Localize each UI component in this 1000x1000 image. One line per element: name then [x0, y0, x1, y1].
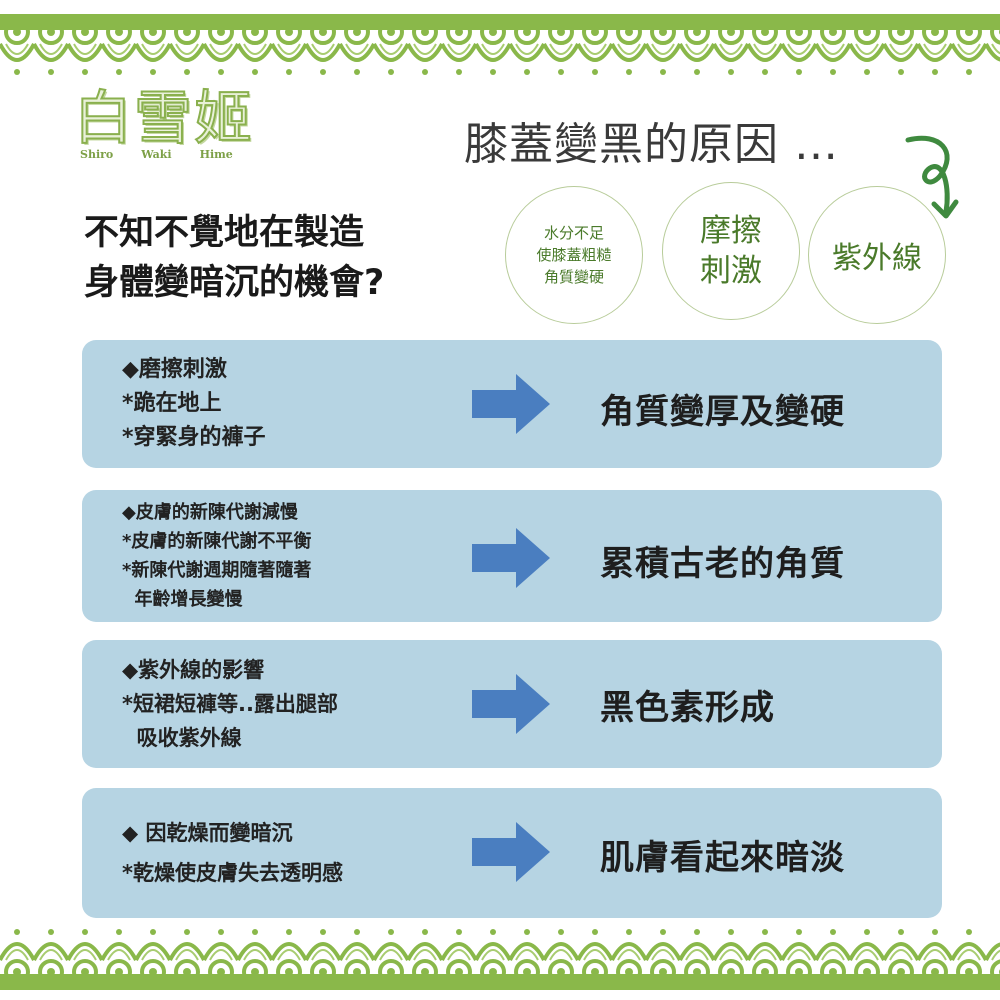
result-text: 肌膚看起來暗淡	[600, 838, 845, 878]
brand-sub-word: Shiro	[80, 148, 114, 161]
cause-line: *跪在地上	[122, 391, 222, 416]
brand-logo-subtitle: Shiro Waki Hime	[74, 148, 294, 161]
cause-list: ◆磨擦刺激 *跪在地上 *穿緊身的褲子	[122, 340, 266, 468]
cause-line: *乾燥使皮膚失去透明感	[122, 861, 343, 885]
cause-row: ◆紫外線的影響 *短裙短褲等..露出腿部 吸收紫外線 黑色素形成	[82, 640, 942, 768]
lace-border-bottom	[0, 920, 1000, 990]
brand-logo: 白雪姬 Shiro Waki Hime	[73, 84, 294, 161]
cause-row: ◆ 因乾燥而變暗沉 *乾燥使皮膚失去透明感 肌膚看起來暗淡	[82, 788, 942, 918]
question-text: 不知不覺地在製造 身體變暗沉的機會?	[84, 208, 384, 308]
brand-sub-word: Waki	[141, 148, 172, 161]
right-arrow-icon	[472, 674, 550, 734]
cause-line: ◆紫外線的影響	[122, 658, 265, 682]
curly-arrow-icon	[905, 135, 959, 219]
cause-line: ◆ 因乾燥而變暗沉	[122, 821, 293, 845]
cause-list: ◆ 因乾燥而變暗沉 *乾燥使皮膚失去透明感	[122, 788, 343, 918]
right-arrow-icon	[472, 822, 550, 882]
cause-row: ◆皮膚的新陳代謝減慢 *皮膚的新陳代謝不平衡 *新陳代謝週期隨著隨著 年齡增長變…	[82, 490, 942, 622]
cause-circle-dry-skin: 水分不足 使膝蓋粗糙 角質變硬	[505, 186, 643, 324]
cause-circle-uv: 紫外線	[808, 186, 946, 324]
result-text: 累積古老的角質	[600, 544, 845, 584]
brand-sub-word: Hime	[199, 148, 233, 161]
question-line: 身體變暗沉的機會?	[84, 263, 385, 303]
question-line: 不知不覺地在製造	[84, 213, 365, 253]
cause-row: ◆磨擦刺激 *跪在地上 *穿緊身的褲子 角質變厚及變硬	[82, 340, 942, 468]
result-text: 黑色素形成	[600, 688, 775, 728]
result-text: 角質變厚及變硬	[600, 392, 845, 432]
cause-line: 吸收紫外線	[122, 726, 242, 750]
cause-list: ◆紫外線的影響 *短裙短褲等..露出腿部 吸收紫外線	[122, 640, 338, 768]
right-arrow-icon	[472, 374, 550, 434]
page-heading: 膝蓋變黑的原因 …	[464, 119, 839, 170]
cause-line: *新陳代謝週期隨著隨著	[122, 560, 312, 581]
cause-line: *皮膚的新陳代謝不平衡	[122, 531, 312, 552]
cause-list: ◆皮膚的新陳代謝減慢 *皮膚的新陳代謝不平衡 *新陳代謝週期隨著隨著 年齡增長變…	[122, 490, 311, 622]
cause-line: ◆磨擦刺激	[122, 357, 227, 382]
cause-line: 年齡增長變慢	[122, 589, 243, 610]
cause-circle-friction: 摩擦 刺激	[662, 182, 800, 320]
right-arrow-icon	[472, 528, 550, 588]
brand-logo-text: 白雪姬	[73, 84, 255, 152]
cause-line: *短裙短褲等..露出腿部	[122, 692, 338, 716]
lace-border-top	[0, 14, 1000, 84]
cause-line: *穿緊身的褲子	[122, 425, 266, 450]
cause-line: ◆皮膚的新陳代謝減慢	[122, 502, 298, 523]
